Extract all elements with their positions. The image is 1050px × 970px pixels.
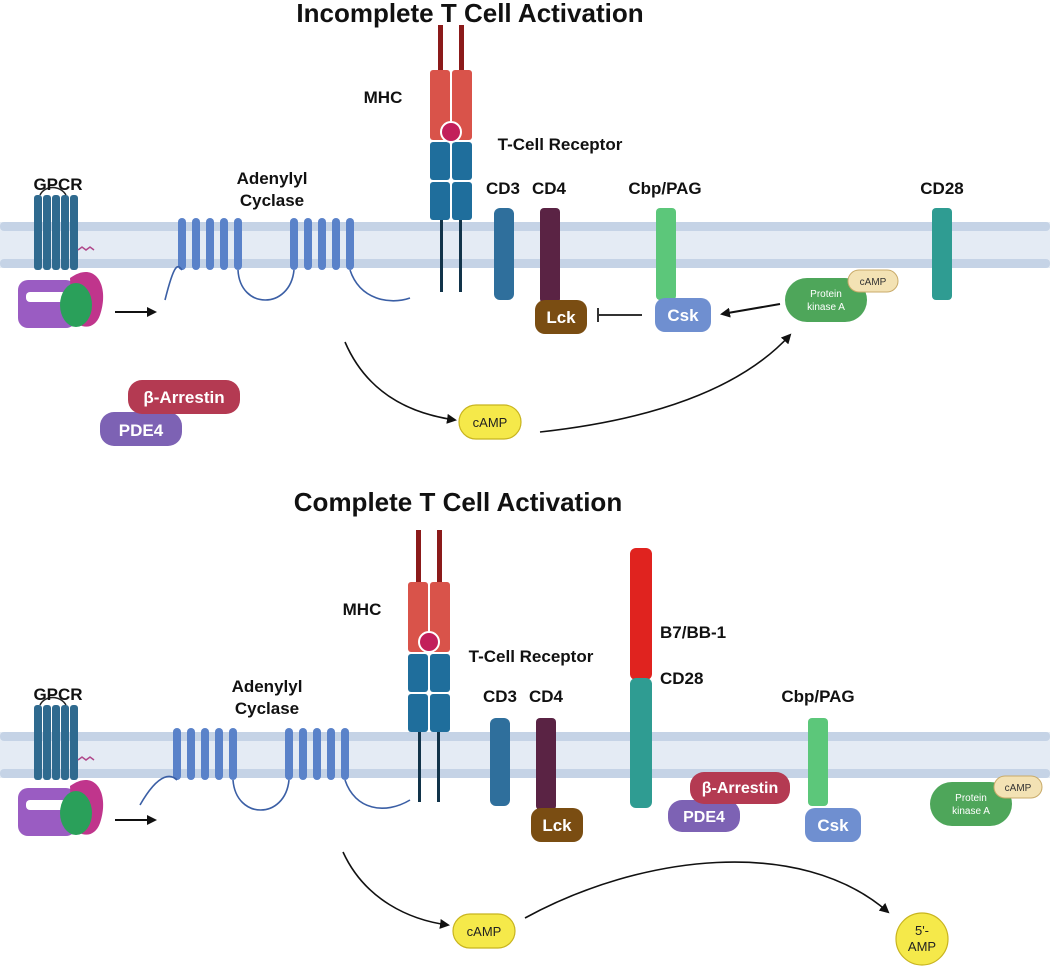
adenylyl-cyclase	[139, 728, 411, 811]
pka-label-line2: kinase A	[952, 806, 990, 817]
mhc-label: MHC	[364, 88, 403, 107]
pde4-enzyme	[100, 412, 182, 446]
cd4-label: CD4	[529, 687, 564, 706]
cbp-pag-protein	[656, 208, 676, 300]
b7-ligand	[630, 548, 652, 680]
protein-kinase-a: Protein kinase A cAMP	[785, 269, 899, 322]
lck-label: Lck	[546, 308, 576, 327]
pka-label-line1: Protein	[810, 289, 842, 300]
cell-membrane	[0, 222, 1050, 268]
mhc-label: MHC	[343, 600, 382, 619]
camp-molecule	[452, 913, 516, 949]
b7-label: B7/BB-1	[660, 623, 726, 642]
cd28-protein	[630, 678, 652, 808]
pde4-enzyme	[668, 800, 740, 832]
g-protein	[18, 271, 104, 328]
cd4-protein	[540, 208, 560, 303]
cd28-label: CD28	[660, 669, 703, 688]
pka-to-csk-arrow	[720, 303, 781, 318]
arrestin-label: β-Arrestin	[143, 388, 224, 407]
adenylyl-label: Adenylyl	[237, 169, 308, 188]
cbp-label: Cbp/PAG	[781, 687, 854, 706]
tcr-label: T-Cell Receptor	[469, 647, 594, 666]
adenylyl-cyclase	[164, 218, 411, 302]
pka-camp-label: cAMP	[1005, 783, 1032, 794]
camp-label: cAMP	[473, 415, 508, 430]
amp-label-line2: AMP	[908, 939, 936, 954]
lck-label: Lck	[542, 816, 572, 835]
cd28-label: CD28	[920, 179, 963, 198]
pka-label-line1: Protein	[955, 793, 987, 804]
cd3-protein	[490, 718, 510, 806]
pde4-label: PDE4	[683, 809, 725, 826]
panel-incomplete-activation: Incomplete T Cell Activation GPCR	[0, 0, 1050, 446]
camp-molecule	[458, 404, 522, 440]
csk-label: Csk	[667, 306, 699, 325]
lck-kinase	[531, 808, 583, 842]
cyclase-label: Cyclase	[235, 699, 299, 718]
cell-membrane	[0, 732, 1050, 778]
g-protein	[18, 779, 104, 836]
cd4-label: CD4	[532, 179, 567, 198]
adenylyl-label: Adenylyl	[232, 677, 303, 696]
gpcr-receptor	[34, 186, 95, 270]
cd28-protein	[932, 208, 952, 300]
pka-camp-label: cAMP	[860, 277, 887, 288]
pka-label-line2: kinase A	[807, 302, 845, 313]
cyclase-to-camp-arrow	[342, 851, 450, 929]
csk-kinase	[805, 808, 861, 842]
tcr-label: T-Cell Receptor	[498, 135, 623, 154]
cyclase-to-camp-arrow	[344, 341, 457, 424]
mhc-tcr-complex	[430, 25, 472, 292]
cd3-label: CD3	[483, 687, 517, 706]
lck-kinase	[535, 300, 587, 334]
arrestin-label: β-Arrestin	[702, 780, 778, 797]
csk-kinase	[655, 298, 711, 332]
cd4-protein	[536, 718, 556, 810]
inhibition-arrow	[597, 308, 642, 322]
camp-label: cAMP	[467, 924, 502, 939]
cbp-label: Cbp/PAG	[628, 179, 701, 198]
arrestin-protein	[128, 380, 240, 414]
gpcr-label: GPCR	[33, 175, 82, 194]
amp-molecule	[895, 912, 949, 966]
panel-complete-activation: Complete T Cell Activation GPCR	[0, 487, 1050, 966]
amp-label-line1: 5'-	[915, 923, 929, 938]
cyclase-label: Cyclase	[240, 191, 304, 210]
gpcr-receptor	[34, 696, 95, 780]
panel-title: Complete T Cell Activation	[294, 487, 622, 517]
cd3-label: CD3	[486, 179, 520, 198]
panel-title: Incomplete T Cell Activation	[296, 0, 643, 28]
mhc-tcr-complex	[408, 530, 450, 802]
camp-to-amp-arrow	[524, 861, 890, 919]
gpcr-label: GPCR	[33, 685, 82, 704]
cbp-pag-protein	[808, 718, 828, 806]
csk-label: Csk	[817, 816, 849, 835]
pde4-label: PDE4	[119, 421, 164, 440]
cd3-protein	[494, 208, 514, 300]
protein-kinase-a: Protein kinase A cAMP	[930, 775, 1043, 826]
arrestin-protein	[690, 772, 790, 804]
camp-to-pka-arrow	[539, 333, 792, 433]
